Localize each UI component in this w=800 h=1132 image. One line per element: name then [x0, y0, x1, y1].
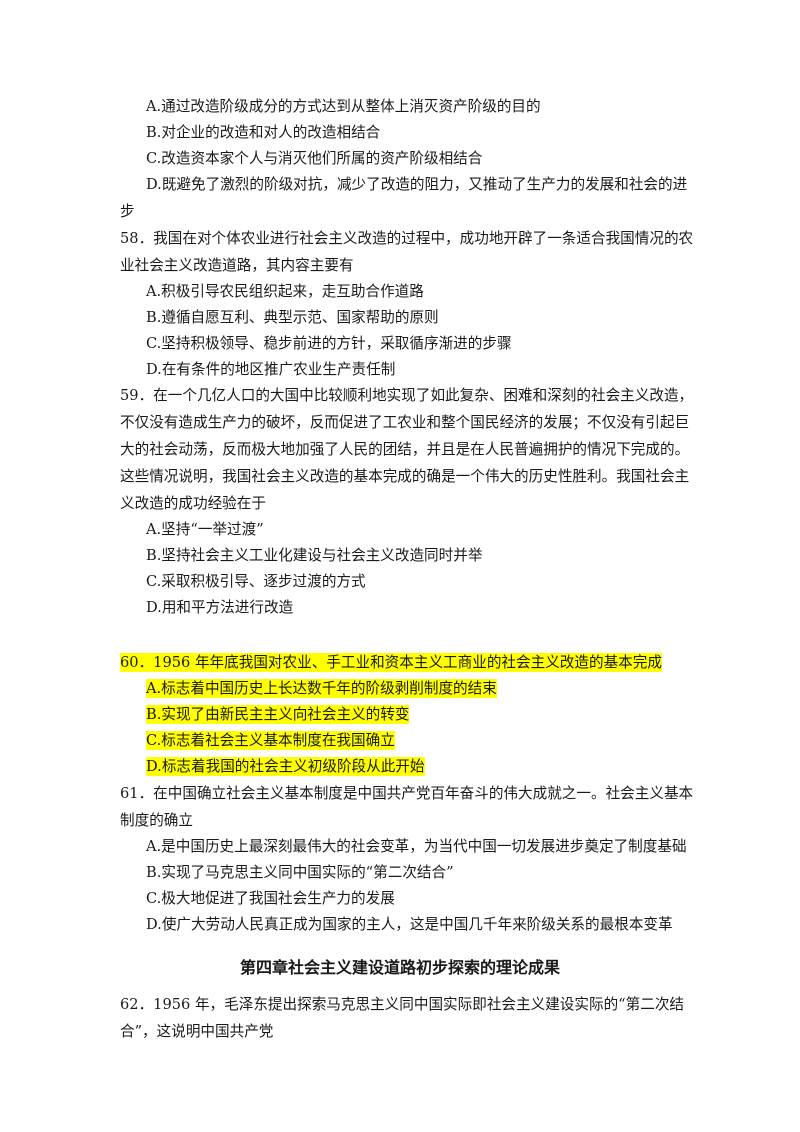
- q58-option-d: D.在有条件的地区推广农业生产责任制: [146, 361, 396, 378]
- q61-option-a: A.是中国历史上最深刻最伟大的社会变革，为当代中国一切发展进步奠定了制度基础: [146, 838, 687, 855]
- q60-option-c: C.标志着社会主义基本制度在我国确立: [146, 731, 395, 751]
- q59-option-c: C.采取积极引导、逐步过渡的方式: [146, 573, 366, 590]
- q62-stem-wrap: 合”，这说明中国共产党: [120, 1023, 274, 1040]
- q60-option-b: B.实现了由新民主主义向社会主义的转变: [146, 705, 410, 725]
- q57-option-c: C.改造资本家个人与消灭他们所属的资产阶级相结合: [146, 150, 483, 167]
- q61-stem: 61．在中国确立社会主义基本制度是中国共产党百年奋斗的伟大成就之一。社会主义基本: [120, 785, 694, 802]
- q58-option-a: A.积极引导农民组织起来，走互助合作道路: [146, 283, 424, 300]
- q57-option-d-wrap: 步: [120, 203, 135, 220]
- q58-stem-wrap: 业社会主义改造道路，其内容主要有: [120, 257, 354, 274]
- q57-option-a: A.通过改造阶级成分的方式达到从整体上消灭资产阶级的目的: [146, 98, 541, 115]
- q58-stem: 58．我国在对个体农业进行社会主义改造的过程中，成功地开辟了一条适合我国情况的农: [120, 230, 694, 247]
- q60-option-b-highlight: B.实现了由新民主主义向社会主义的转变: [146, 705, 410, 724]
- q60-stem-highlight: 60．1956 年年底我国对农业、手工业和资本主义工商业的社会主义改造的基本完成: [120, 653, 662, 672]
- q60-option-d: D.标志着我国的社会主义初级阶段从此开始: [146, 757, 425, 777]
- q59-stem-wrap-2: 大的社会动荡，反而极大地加强了人民的团结，并且是在人民普遍拥护的情况下完成的。: [120, 441, 690, 458]
- q60-option-c-highlight: C.标志着社会主义基本制度在我国确立: [146, 731, 395, 750]
- q57-option-d: D.既避免了激烈的阶级对抗，减少了改造的阻力，又推动了生产力的发展和社会的进: [146, 176, 688, 193]
- q59-stem: 59．在一个几亿人口的大国中比较顺利地实现了如此复杂、困难和深刻的社会主义改造，: [120, 387, 694, 404]
- q59-stem-wrap-1: 不仅没有造成生产力的破坏，反而促进了工农业和整个国民经济的发展；不仅没有引起巨: [120, 414, 690, 431]
- q61-option-c: C.极大地促进了我国社会生产力的发展: [146, 890, 395, 907]
- q60-stem: 60．1956 年年底我国对农业、手工业和资本主义工商业的社会主义改造的基本完成: [120, 653, 662, 673]
- q57-option-b: B.对企业的改造和对人的改造相结合: [146, 124, 381, 141]
- q60-option-a-highlight: A.标志着中国历史上长达数千年的阶级剥削制度的结束: [146, 679, 497, 698]
- q61-stem-wrap: 制度的确立: [120, 812, 193, 829]
- q59-option-a: A.坚持“一举过渡”: [146, 521, 264, 538]
- q59-option-b: B.坚持社会主义工业化建设与社会主义改造同时并举: [146, 547, 483, 564]
- q61-option-b: B.实现了马克思主义同中国实际的“第二次结合”: [146, 864, 454, 881]
- q60-option-d-highlight: D.标志着我国的社会主义初级阶段从此开始: [146, 757, 425, 776]
- q59-option-d: D.用和平方法进行改造: [146, 599, 294, 616]
- q60-option-a: A.标志着中国历史上长达数千年的阶级剥削制度的结束: [146, 679, 497, 699]
- q58-option-b: B.遵循自愿互利、典型示范、国家帮助的原则: [146, 309, 439, 326]
- chapter-heading: 第四章社会主义建设道路初步探索的理论成果: [239, 958, 560, 977]
- q62-stem: 62．1956 年，毛泽东提出探索马克思主义同中国实际即社会主义建设实际的“第二…: [120, 996, 685, 1013]
- q59-stem-wrap-3: 这些情况说明，我国社会主义改造的基本完成的确是一个伟大的历史性胜利。我国社会主: [120, 468, 690, 485]
- q61-option-d: D.使广大劳动人民真正成为国家的主人，这是中国几千年来阶级关系的最根本变革: [146, 916, 673, 933]
- q58-option-c: C.坚持积极领导、稳步前进的方针，采取循序渐进的步骤: [146, 335, 512, 352]
- q59-stem-wrap-4: 义改造的成功经验在于: [120, 495, 266, 512]
